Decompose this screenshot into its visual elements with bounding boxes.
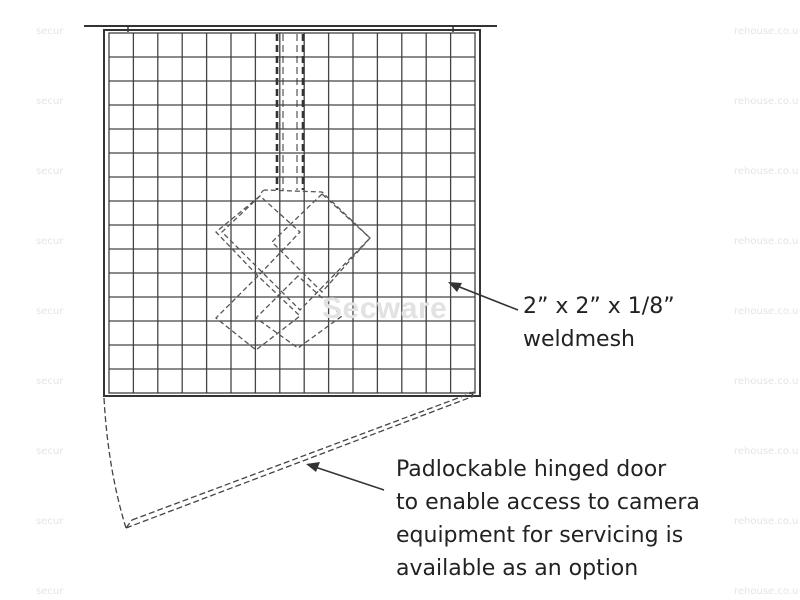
door-label-line: to enable access to camera xyxy=(396,490,700,515)
watermark-text: rehouse.co.u xyxy=(734,376,799,387)
weldmesh-label: 2” x 2” x 1/8” weldmesh xyxy=(523,290,675,356)
watermark-text: rehouse.co.u xyxy=(734,306,799,317)
watermark-text: secur xyxy=(36,516,64,527)
watermark-text: rehouse.co.u xyxy=(734,586,799,597)
watermark-text: secur xyxy=(36,306,64,317)
watermark-text: rehouse.co.u xyxy=(734,446,799,457)
hinged-door-swing xyxy=(103,391,477,529)
watermark-text: secur xyxy=(36,96,64,107)
camera-pole xyxy=(275,34,305,190)
watermark-text: secur xyxy=(36,586,64,597)
weldmesh-label-line: 2” x 2” x 1/8” xyxy=(523,294,675,319)
door-label: Padlockable hinged door to enable access… xyxy=(396,453,700,585)
brand-watermark: Secware xyxy=(322,292,448,325)
watermark-text: rehouse.co.u xyxy=(734,516,799,527)
door-leader-arrow xyxy=(306,462,385,491)
weldmesh-label-line: weldmesh xyxy=(523,327,635,352)
watermark-text: secur xyxy=(36,26,64,37)
watermark-text: rehouse.co.u xyxy=(734,96,799,107)
watermark-text: rehouse.co.u xyxy=(734,166,799,177)
watermark-text: secur xyxy=(36,376,64,387)
camera-housing-outline xyxy=(215,189,371,351)
enclosure-frame xyxy=(103,29,481,397)
watermark-text: secur xyxy=(36,166,64,177)
watermark-text: secur xyxy=(36,236,64,247)
door-label-line: equipment for servicing is xyxy=(396,523,684,548)
door-label-line: available as an option xyxy=(396,556,639,581)
watermark-text: rehouse.co.u xyxy=(734,236,799,247)
weldmesh-grid xyxy=(109,33,475,393)
weldmesh-leader-arrow xyxy=(448,282,519,311)
enclosure-frame-inner xyxy=(108,32,476,394)
watermark-text: rehouse.co.u xyxy=(734,26,799,37)
door-label-line: Padlockable hinged door xyxy=(396,457,667,482)
watermark-text: secur xyxy=(36,446,64,457)
